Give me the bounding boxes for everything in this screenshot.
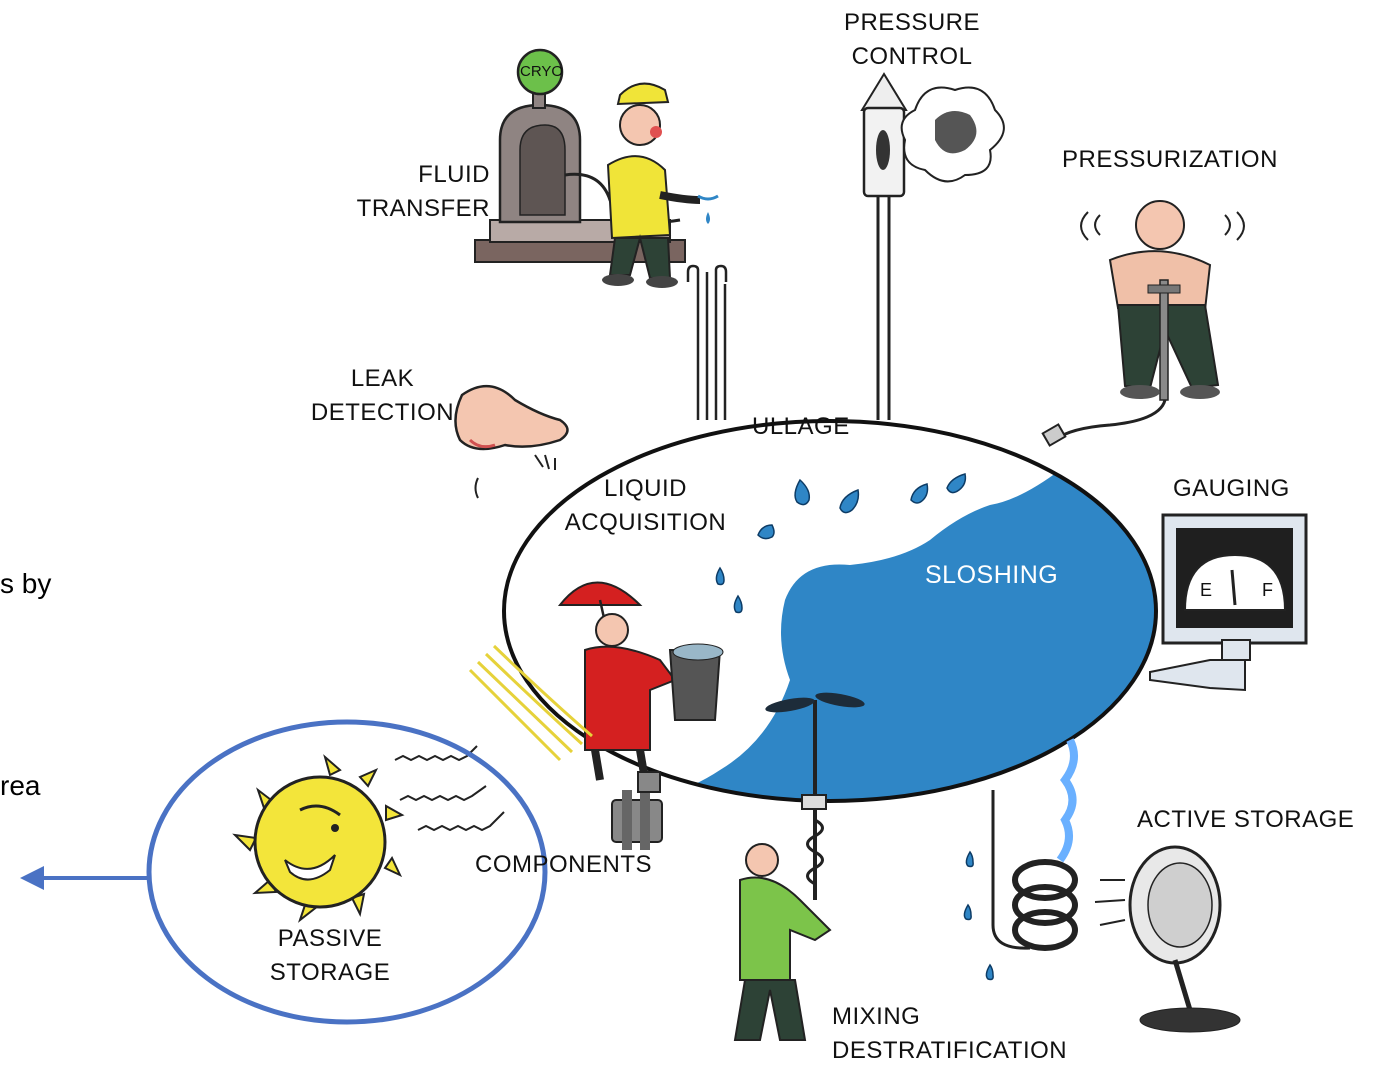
- heat-rays: [394, 745, 505, 832]
- fluid-transfer-line-2: TRANSFER: [356, 195, 490, 222]
- fluid-transfer-line-1: FLUID: [418, 161, 490, 188]
- mixing-destratification-label: MIXING DESTRATIFICATION: [832, 1000, 1067, 1068]
- pressure-control-line-2: CONTROL: [851, 43, 973, 70]
- heat-shield-icon: [468, 644, 593, 762]
- gauging-label: GAUGING: [1173, 475, 1290, 502]
- pump-man-icon: [1041, 200, 1245, 447]
- vent-pipe: [876, 195, 891, 420]
- pressurization-label: PRESSURIZATION: [1062, 146, 1278, 173]
- liquid-region: [650, 421, 1156, 801]
- gauge-f-label: F: [1262, 580, 1274, 600]
- liquid-acquisition-line-2: ACQUISITION: [564, 509, 727, 536]
- fan-icon: [1094, 845, 1241, 1033]
- pressure-control-label: PRESSURE CONTROL: [822, 6, 1002, 74]
- sun-icon: [232, 754, 405, 923]
- tank: [502, 419, 1158, 803]
- raincoat-man-icon: [557, 581, 724, 781]
- droplets: [715, 473, 994, 981]
- sloshing-label: SLOSHING: [925, 561, 1059, 589]
- passive-storage-line-2: STORAGE: [269, 959, 391, 986]
- slide-text-fragment-2: rea: [0, 770, 41, 801]
- mixing-line-2: DESTRATIFICATION: [832, 1037, 1068, 1064]
- nose-icon: [454, 384, 569, 499]
- cryo-sign-label: CRYO: [520, 63, 564, 80]
- leak-detection-label: LEAK DETECTION: [295, 362, 470, 430]
- passive-storage-callout: [20, 719, 548, 1025]
- steam-puff-icon: [900, 86, 1005, 183]
- fluid-transfer-label: FLUID TRANSFER: [330, 158, 490, 226]
- ullage-label: ULLAGE: [752, 413, 850, 440]
- transfer-pipes: [686, 264, 728, 420]
- leak-detection-line-1: LEAK: [350, 365, 415, 392]
- worker-icon: [602, 82, 719, 288]
- liquid-acquisition-line-1: LIQUID: [603, 475, 687, 502]
- active-storage-label: ACTIVE STORAGE: [1137, 806, 1355, 833]
- mixing-line-1: MIXING: [832, 1003, 921, 1030]
- gauge-e-label: E: [1200, 580, 1213, 600]
- components-label: COMPONENTS: [475, 851, 653, 878]
- liquid-acquisition-label: LIQUID ACQUISITION: [548, 472, 743, 540]
- rocket-valve-icon: [860, 72, 908, 198]
- passive-storage-label: PASSIVE STORAGE: [240, 922, 420, 990]
- mixer-man-icon: [733, 692, 865, 1041]
- pressure-control-line-1: PRESSURE: [843, 9, 981, 36]
- gauge-icon: [1149, 513, 1308, 692]
- slide-text-fragment-1: s by: [0, 568, 52, 599]
- passive-storage-line-1: PASSIVE: [277, 925, 383, 952]
- pipe-fitting-icon: [611, 771, 663, 850]
- leak-detection-line-2: DETECTION: [310, 399, 455, 426]
- coil-icon: [991, 738, 1078, 951]
